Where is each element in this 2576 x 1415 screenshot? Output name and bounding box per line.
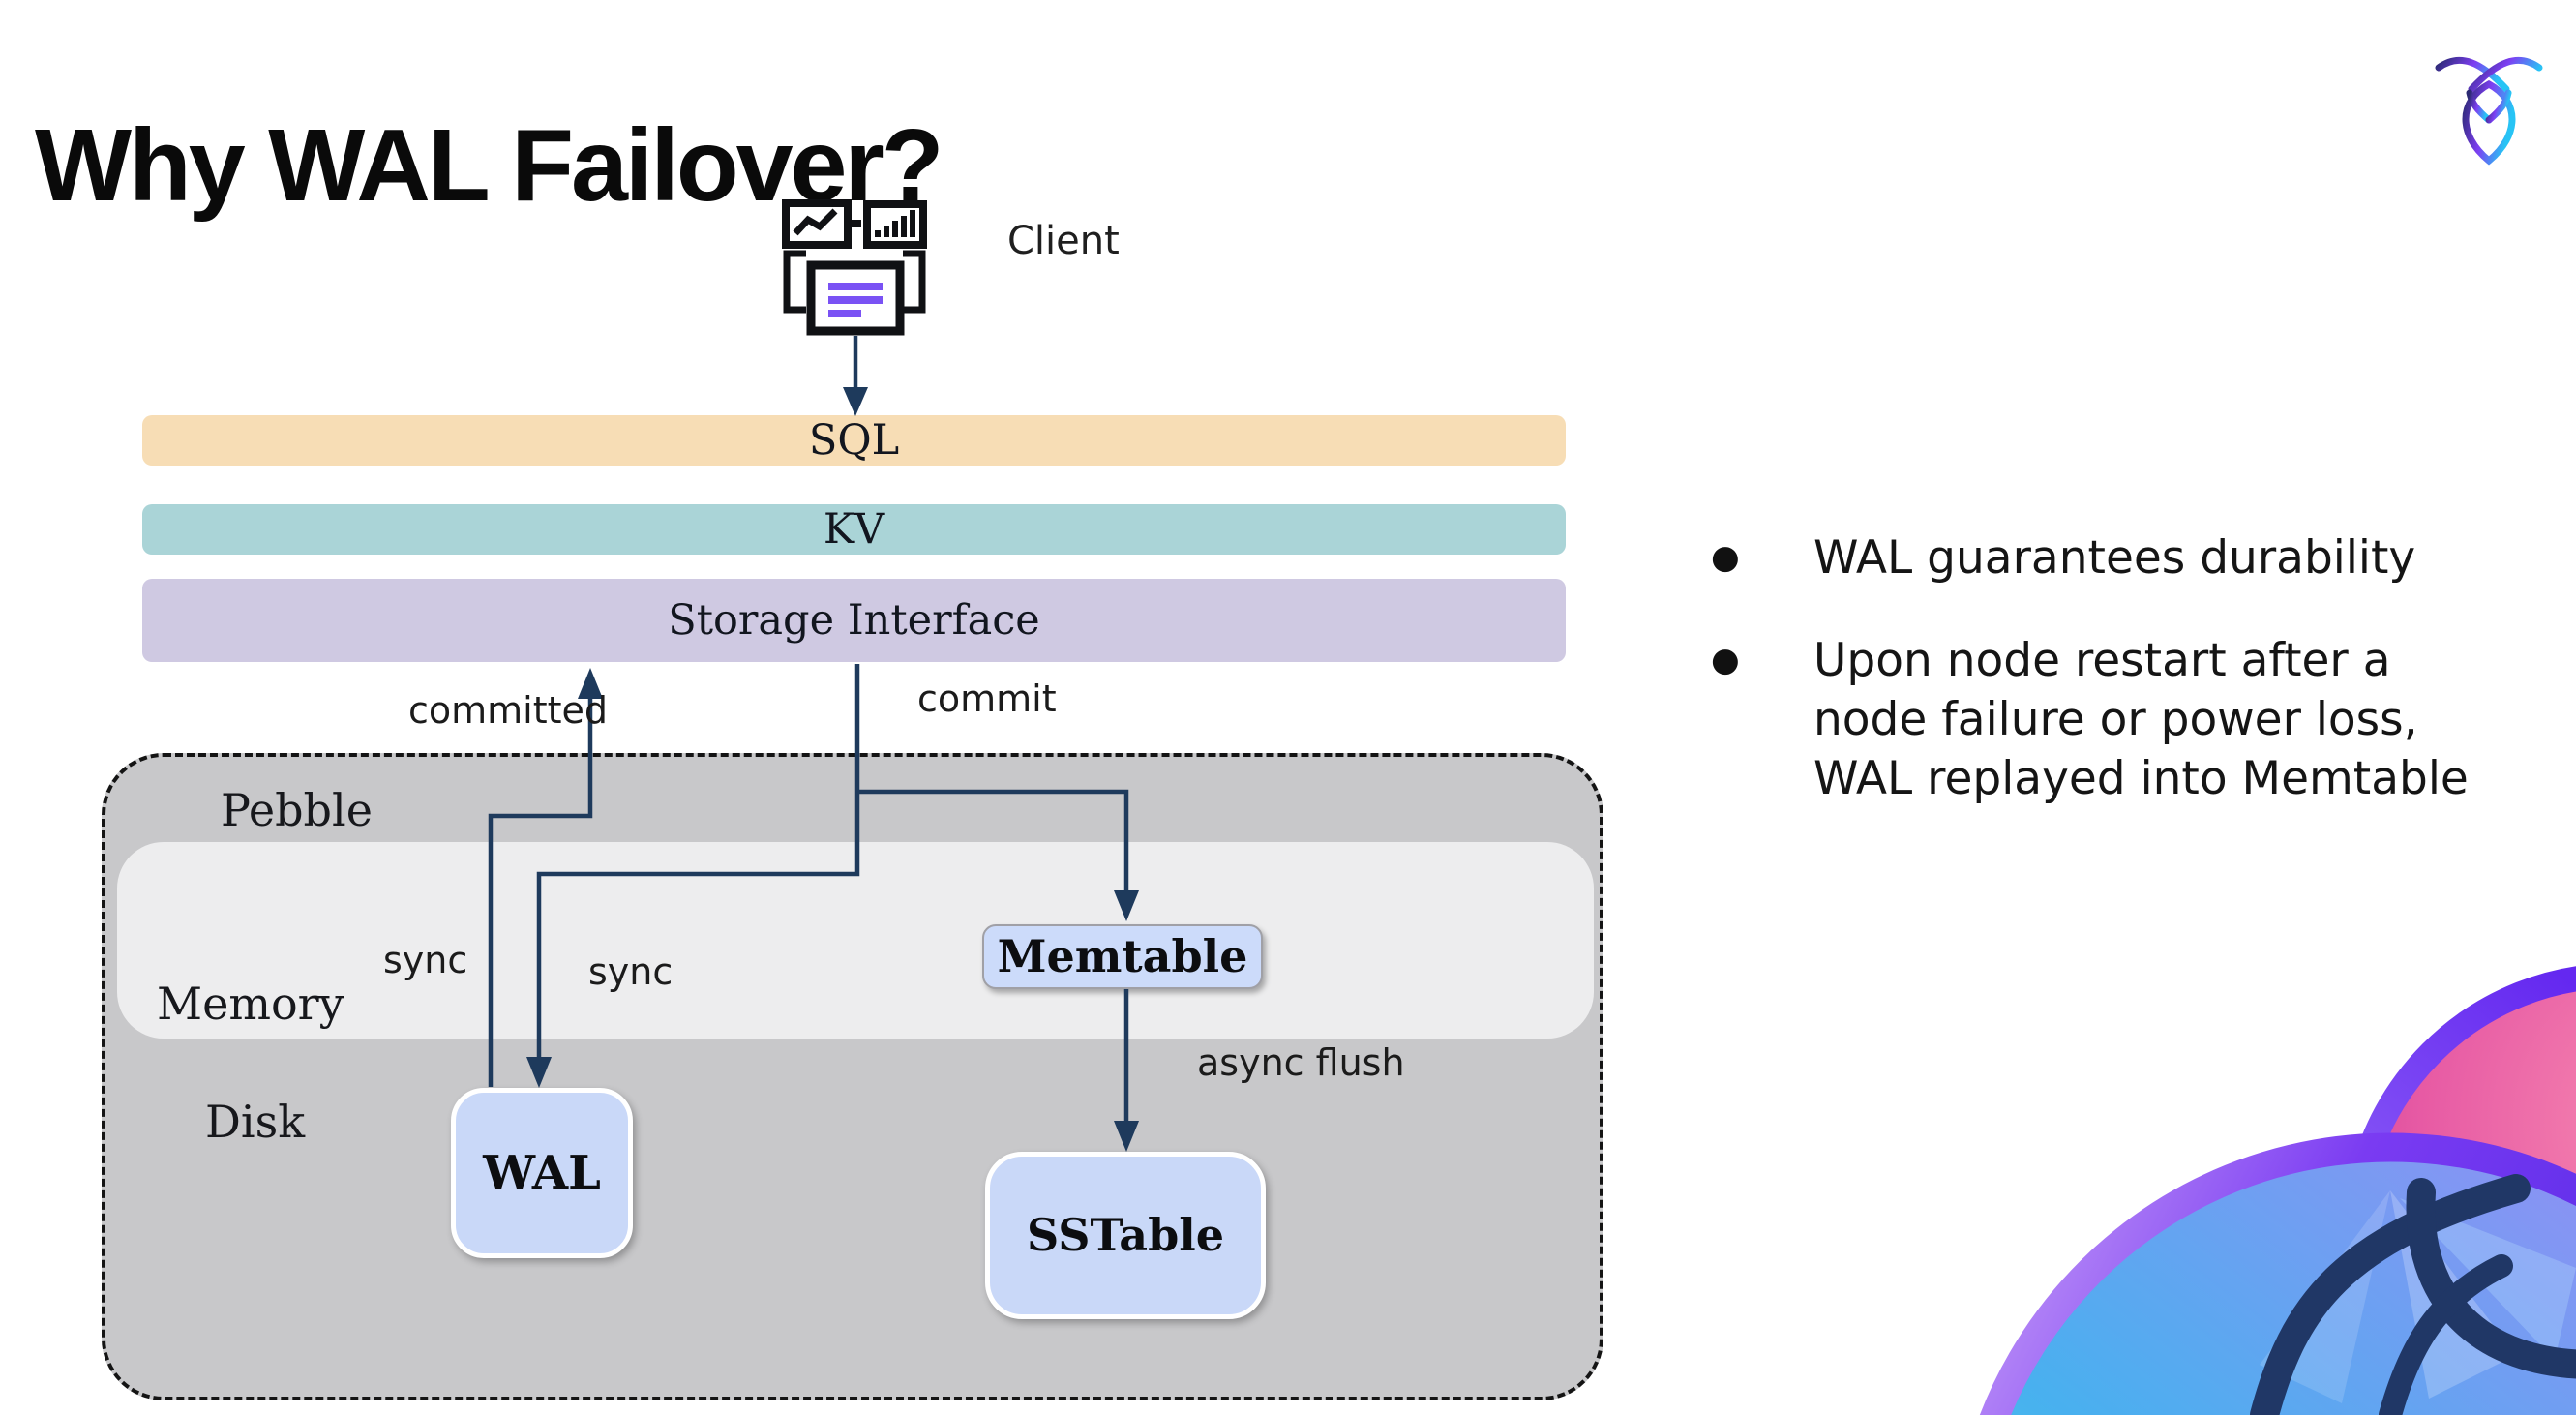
bar-chart-icon xyxy=(863,200,927,249)
sql-layer-label: SQL xyxy=(808,416,900,465)
storage-interface-layer-bar: Storage Interface xyxy=(142,579,1566,662)
kv-layer-label: KV xyxy=(823,505,885,554)
bullet-text: Upon node restart after a node failure o… xyxy=(1813,634,2469,805)
brand-flourish-graphic xyxy=(1979,966,2576,1415)
client-label: Client xyxy=(1007,219,1120,263)
wal-node: WAL xyxy=(451,1088,633,1258)
bullet-text: WAL guarantees durability xyxy=(1813,531,2416,585)
list-item: ● WAL guarantees durability xyxy=(1711,528,2562,587)
chart-line-icon xyxy=(782,199,852,249)
list-item: ● Upon node restart after a node failure… xyxy=(1711,631,2562,808)
committed-edge-label: committed xyxy=(408,689,609,732)
bullet-dot-icon: ● xyxy=(1711,538,1740,577)
memtable-node-label: Memtable xyxy=(997,930,1248,982)
sstable-node: SSTable xyxy=(985,1152,1266,1319)
storage-interface-label: Storage Interface xyxy=(668,596,1040,645)
cockroachdb-logo-icon xyxy=(2435,56,2543,166)
sstable-node-label: SSTable xyxy=(1027,1209,1224,1261)
memory-label: Memory xyxy=(157,978,344,1030)
memtable-node: Memtable xyxy=(982,924,1263,989)
kv-layer-bar: KV xyxy=(142,504,1566,555)
sql-layer-bar: SQL xyxy=(142,415,1566,466)
sync-left-edge-label: sync xyxy=(383,939,468,981)
client-to-sql-arrow xyxy=(843,336,868,416)
commit-edge-label: commit xyxy=(917,677,1057,720)
disk-label: Disk xyxy=(205,1096,306,1148)
async-flush-edge-label: async flush xyxy=(1197,1041,1405,1084)
bullet-dot-icon: ● xyxy=(1711,641,1740,679)
pebble-label: Pebble xyxy=(221,784,373,836)
client-terminal-icon xyxy=(782,199,927,336)
bullet-list: ● WAL guarantees durability ● Upon node … xyxy=(1711,528,2562,852)
sync-right-edge-label: sync xyxy=(588,950,674,993)
wal-node-label: WAL xyxy=(483,1146,601,1200)
document-icon xyxy=(783,250,926,336)
